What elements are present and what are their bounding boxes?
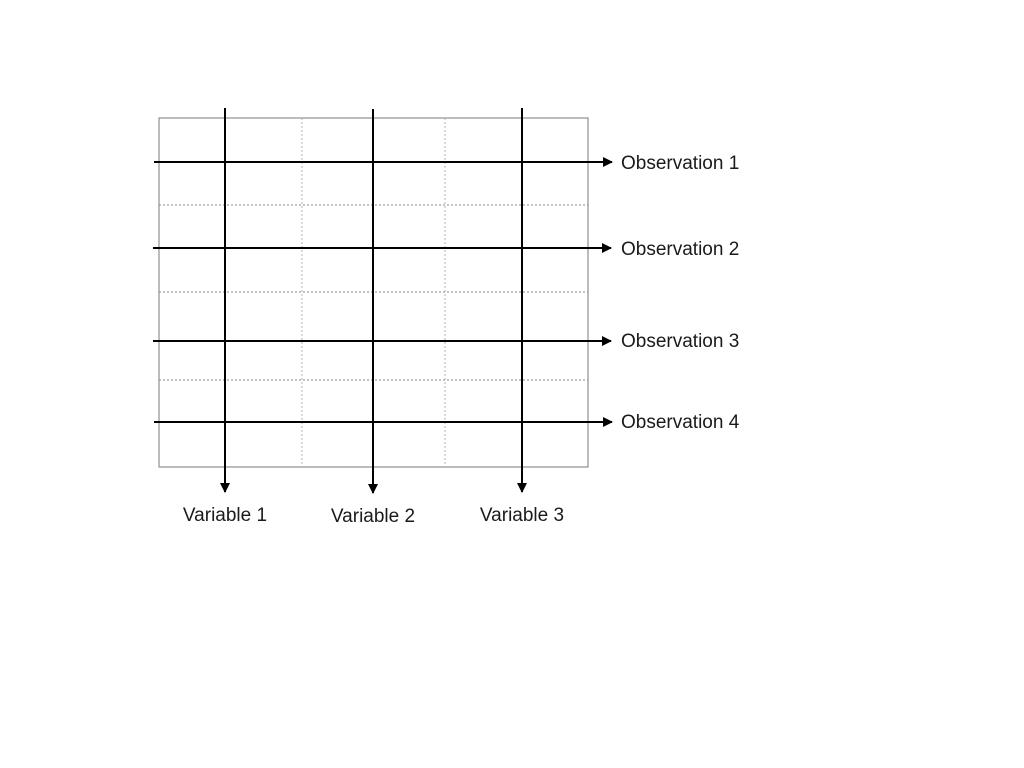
variable-label-1: Variable 1 — [182, 505, 268, 526]
variable-label-3: Variable 3 — [479, 505, 565, 526]
observation-label-2: Observation 2 — [621, 239, 740, 260]
observation-label-4: Observation 4 — [621, 412, 740, 433]
variable-label-2: Variable 2 — [330, 506, 416, 527]
variable-arrows — [220, 108, 527, 494]
grid-rows — [159, 204, 588, 381]
observation-label-1: Observation 1 — [621, 153, 740, 174]
observation-label-3: Observation 3 — [621, 331, 740, 352]
observation-arrows — [153, 157, 613, 427]
